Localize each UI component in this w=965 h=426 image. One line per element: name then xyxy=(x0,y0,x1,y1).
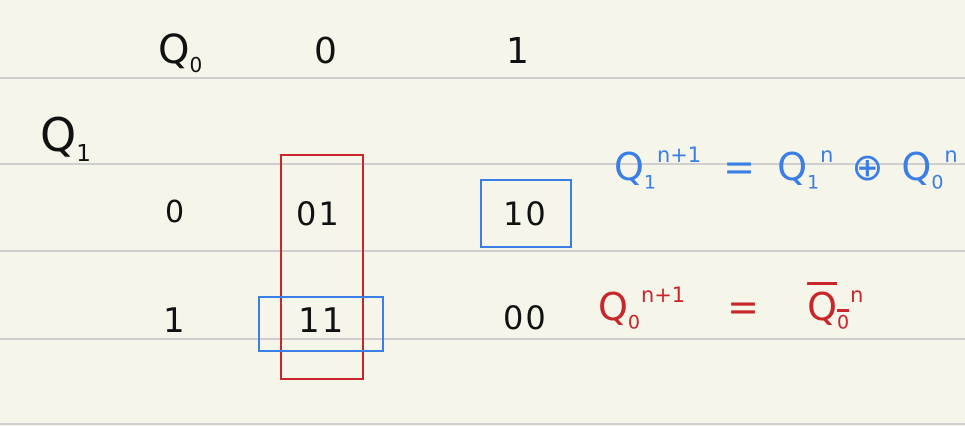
table-cell: 11 xyxy=(298,301,346,341)
blue-cell-box xyxy=(480,179,572,248)
blue-eq-term1: Q xyxy=(777,145,808,189)
table-cell: 01 xyxy=(296,195,341,233)
blue-eq-term2-sup: n xyxy=(944,143,958,168)
blue-eq-lhs: Q xyxy=(614,145,644,189)
red-eq-lhs: Q xyxy=(598,285,628,329)
column-variable-subscript: 0 xyxy=(189,53,203,77)
row-header: 1 xyxy=(163,301,185,341)
row-header: 0 xyxy=(165,195,185,230)
red-eq-equals: = xyxy=(727,285,759,329)
column-variable-label: Q0 xyxy=(158,30,202,75)
row-variable-label: Q1 xyxy=(40,112,91,166)
table-cell: 00 xyxy=(503,299,548,337)
row-variable-letter: Q xyxy=(40,108,77,162)
red-eq-rhs-sub: 0 xyxy=(837,311,850,334)
ruled-line xyxy=(0,423,965,425)
blue-group-box xyxy=(258,296,384,352)
red-group-box xyxy=(280,154,364,380)
red-eq-lhs-sub: 0 xyxy=(627,311,641,334)
blue-eq-term1-sup: n xyxy=(820,143,834,168)
xor-operator: ⊕ xyxy=(851,145,884,189)
blue-eq-term2: Q xyxy=(901,145,932,189)
row-variable-subscript: 1 xyxy=(76,141,91,168)
blue-eq-equals: = xyxy=(723,145,755,189)
column-variable-letter: Q xyxy=(158,27,190,73)
ruled-line xyxy=(0,250,965,252)
red-eq-lhs-sup: n+1 xyxy=(641,283,686,308)
ruled-line xyxy=(0,338,965,340)
red-eq-rhs-complement: Q0 xyxy=(807,285,849,332)
ruled-line xyxy=(0,77,965,79)
blue-eq-term2-sub: 0 xyxy=(931,171,944,194)
blue-eq-lhs-sub: 1 xyxy=(643,171,657,194)
red-eq-rhs: Q xyxy=(807,285,838,329)
column-header: 0 xyxy=(314,31,337,72)
blue-equation: Q1n+1 = Q1n ⊕ Q0n xyxy=(614,145,958,194)
ruled-line xyxy=(0,163,965,165)
table-cell: 10 xyxy=(503,195,548,233)
red-equation: Q0n+1 = Q0n xyxy=(598,285,863,334)
blue-eq-lhs-sup: n+1 xyxy=(657,143,702,168)
red-eq-rhs-sup: n xyxy=(850,283,864,308)
column-header: 1 xyxy=(506,31,529,72)
blue-eq-term1-sub: 1 xyxy=(807,171,820,194)
